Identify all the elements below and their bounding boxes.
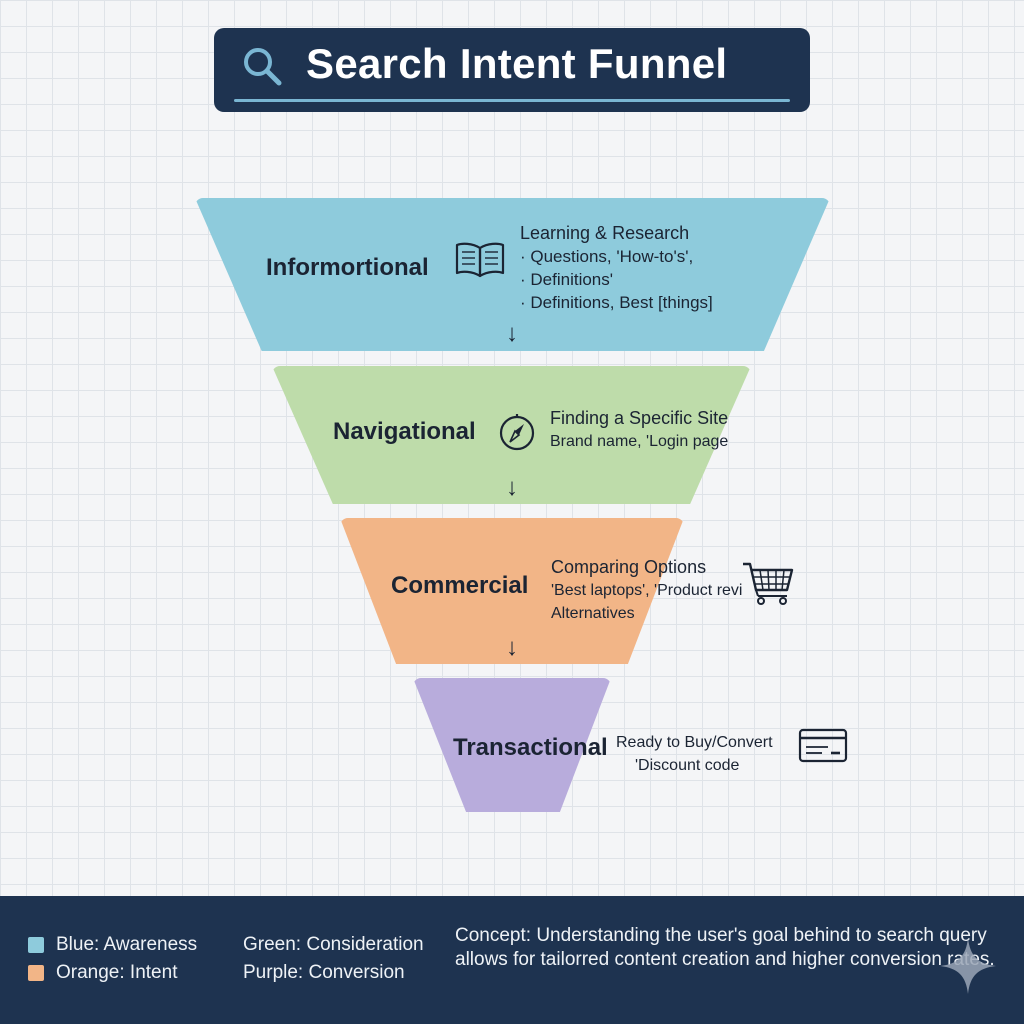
stage-label-transactional: Transactional — [453, 734, 608, 761]
legend-swatch-orange — [28, 965, 44, 981]
stage-line: · Definitions' — [520, 270, 614, 289]
stage-description-navigational: Finding a Specific Site Brand name, 'Log… — [550, 407, 728, 453]
open-book-icon — [455, 242, 505, 278]
stage-line: Alternatives — [551, 605, 635, 622]
legend-item-blue: Blue: Awareness — [56, 934, 198, 955]
legend-item-green: Green: Consideration — [243, 934, 424, 955]
stage-heading-commercial: Comparing Options — [551, 557, 707, 577]
stage-description-transactional: Ready to Buy/Convert 'Discount code — [616, 731, 773, 777]
stage-line: 'Best laptops', 'Product revi — [551, 582, 743, 599]
title-banner: Search Intent Funnel — [214, 28, 810, 112]
stage-label-informational: Informortional — [266, 254, 429, 281]
stage-line: · Questions, 'How-to's', — [520, 247, 694, 266]
down-arrow-icon: ↓ — [506, 320, 518, 347]
legend-item-purple: Purple: Conversion — [243, 962, 405, 983]
footer-legend-panel: Blue: Awareness Orange: Intent Green: Co… — [0, 896, 1024, 1024]
funnel-stage-informational — [195, 198, 830, 351]
compass-icon — [499, 414, 535, 451]
stage-line: Brand name, 'Login page — [550, 433, 729, 450]
page-title: Search Intent Funnel — [306, 40, 728, 87]
stage-heading-transactional: Ready to Buy/Convert — [616, 734, 773, 751]
funnel-stage-navigational — [272, 366, 751, 504]
shopping-cart-icon — [743, 562, 794, 605]
stage-description-commercial: Comparing Options 'Best laptops', 'Produ… — [551, 556, 742, 625]
sparkle-icon — [940, 938, 996, 994]
stage-label-commercial: Commercial — [391, 572, 529, 599]
title-underline — [234, 99, 790, 102]
concept-text: Concept: Understanding the user's goal b… — [455, 925, 995, 970]
legend-item-orange: Orange: Intent — [56, 962, 178, 983]
search-icon — [244, 48, 282, 86]
stage-description-informational: Learning & Research · Questions, 'How-to… — [520, 222, 713, 314]
credit-card-icon — [798, 728, 848, 763]
stage-line: · Definitions, Best [things] — [520, 293, 713, 312]
down-arrow-icon: ↓ — [506, 474, 518, 501]
funnel-stage-commercial — [340, 518, 684, 664]
down-arrow-icon: ↓ — [506, 634, 518, 661]
stage-line: 'Discount code — [635, 757, 740, 774]
stage-heading-informational: Learning & Research — [520, 223, 690, 243]
stage-heading-navigational: Finding a Specific Site — [550, 408, 729, 428]
legend-swatch-blue — [28, 937, 44, 953]
stage-label-navigational: Navigational — [333, 418, 476, 445]
